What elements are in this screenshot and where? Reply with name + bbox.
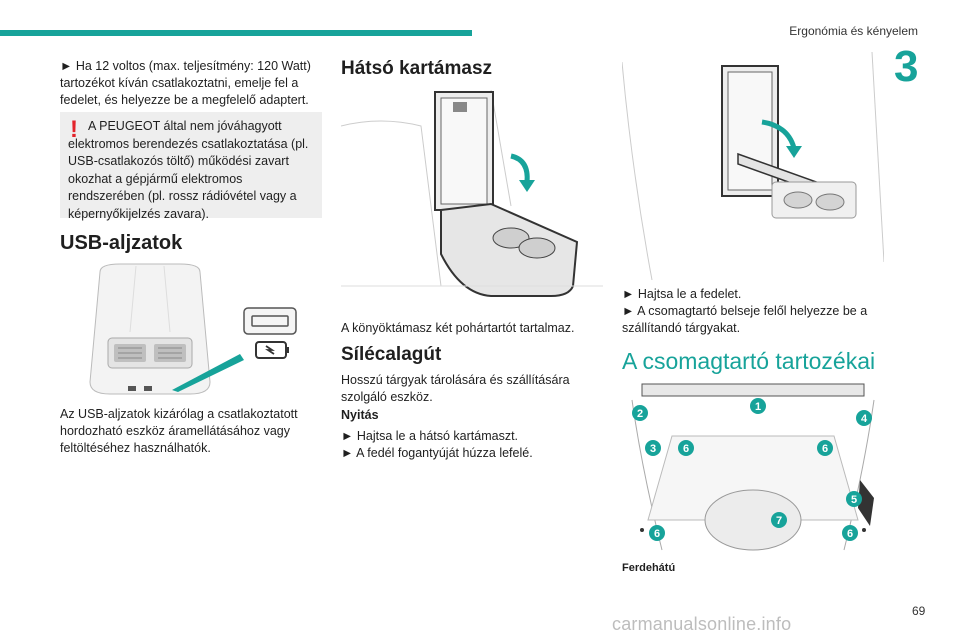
svg-text:4: 4 (861, 413, 868, 425)
boot-accessories-caption: Ferdehátú (622, 562, 676, 574)
marker-7: 7 (771, 512, 787, 528)
marker-6: 6 (649, 525, 665, 541)
usb-heading: USB-aljzatok (60, 232, 183, 254)
svg-text:6: 6 (654, 528, 660, 540)
armrest-caption-text: A könyöktámasz két pohártartót tartalmaz… (341, 321, 575, 335)
opening-step: ► Hajtsa le a hátsó kartámaszt. (341, 429, 519, 443)
opening-steps: ► Hajtsa le a hátsó kartámaszt. ► A fedé… (341, 428, 603, 462)
marker-3: 3 (645, 440, 661, 456)
chapter-number: 3 (894, 42, 919, 91)
rear-armrest-heading: Hátsó kartámasz (341, 58, 493, 79)
svg-text:5: 5 (851, 494, 857, 506)
opening-subheading: Nyitás (341, 408, 379, 422)
warning-icon: ! (70, 116, 78, 143)
trunk-step: ► A csomagtartó belseje felől helyezze b… (622, 304, 868, 335)
ski-tunnel-text: Hosszú tárgyak tárolására és szállításár… (341, 373, 570, 404)
svg-text:3: 3 (650, 443, 656, 455)
trunk-step: ► Hajtsa le a fedelet. (622, 287, 742, 301)
marker-4: 4 (856, 410, 872, 426)
watermark: carmanualsonline.info (612, 614, 792, 634)
svg-text:7: 7 (776, 515, 782, 527)
svg-text:6: 6 (822, 443, 828, 455)
marker-1: 1 (750, 398, 766, 414)
svg-text:2: 2 (637, 408, 643, 420)
opening-step: ► A fedél fogantyúját húzza lefelé. (341, 446, 533, 460)
rear-armrest-illustration (341, 89, 603, 297)
ski-tunnel-heading: Sílécalagút (341, 344, 442, 365)
trunk-steps: ► Hajtsa le a fedelet. ► A csomagtartó b… (622, 286, 884, 337)
warning-text: A PEUGEOT által nem jóváhagyott elektrom… (68, 119, 309, 221)
boot-accessories-heading: A csomagtartó tartozékai (622, 348, 876, 374)
usb-sockets-illustration (89, 263, 297, 395)
svg-text:6: 6 (683, 443, 689, 455)
marker-6: 6 (817, 440, 833, 456)
ski-tunnel-description: Hosszú tárgyak tárolására és szállításár… (341, 372, 603, 406)
warning-box: ! A PEUGEOT által nem jóváhagyott elektr… (60, 112, 322, 221)
intro-bullet-text: ► Ha 12 voltos (max. teljesítmény: 120 W… (60, 59, 311, 107)
marker-2: 2 (632, 405, 648, 421)
marker-5: 5 (846, 491, 862, 507)
boot-accessories-illustration: 1 2 3 4 5 6 6 6 6 7 (631, 383, 875, 551)
section-label: Ergonómia és kényelem (789, 24, 918, 38)
ski-tunnel-open-illustration (622, 52, 884, 280)
usb-caption: Az USB-aljzatok kizárólag a csatlakoztat… (60, 406, 322, 457)
armrest-caption: A könyöktámasz két pohártartót tartalmaz… (341, 320, 603, 337)
svg-text:1: 1 (755, 401, 761, 413)
usb-caption-text: Az USB-aljzatok kizárólag a csatlakoztat… (60, 407, 298, 455)
svg-text:6: 6 (847, 528, 853, 540)
header-accent-bar (0, 30, 472, 36)
marker-6: 6 (842, 525, 858, 541)
intro-bullet: ► Ha 12 voltos (max. teljesítmény: 120 W… (60, 58, 324, 109)
marker-6: 6 (678, 440, 694, 456)
page-number: 69 (912, 604, 926, 618)
